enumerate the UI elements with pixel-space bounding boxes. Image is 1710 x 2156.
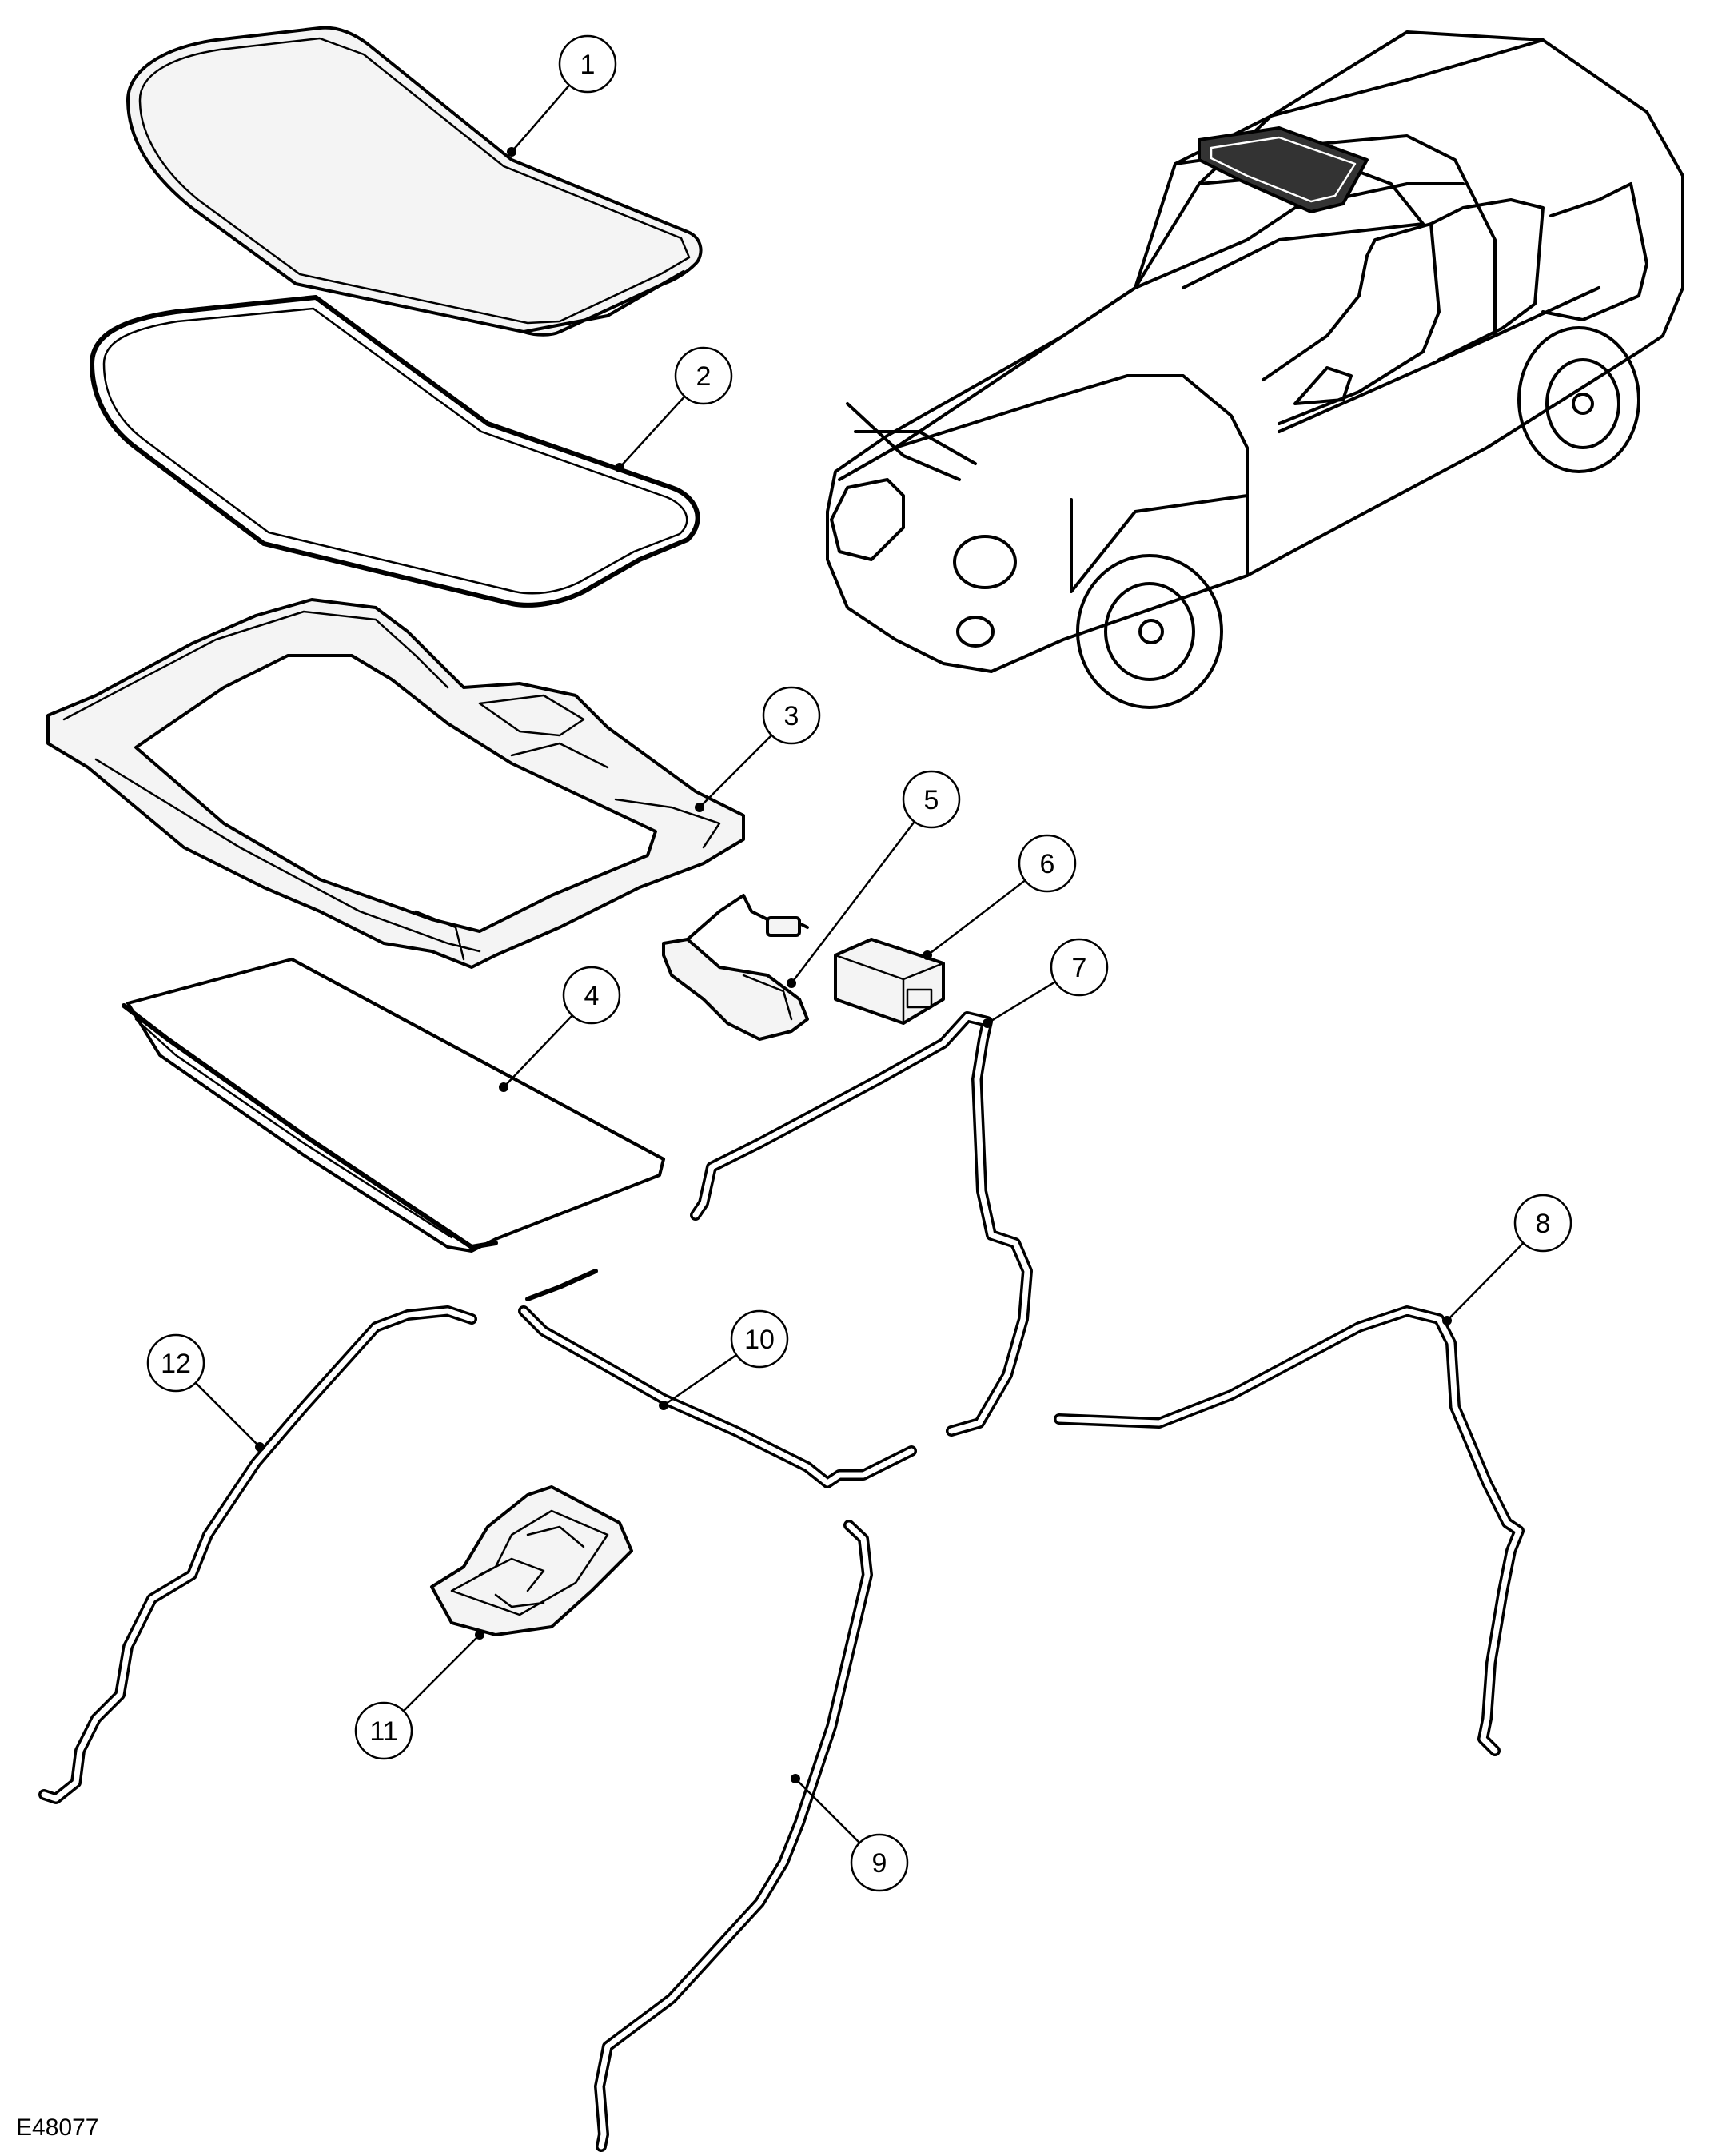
callout-label-3: 3 <box>784 701 799 731</box>
callout-11: 11 <box>354 1630 484 1760</box>
drain-hose-9 <box>594 1520 873 2152</box>
callout-label-4: 4 <box>584 981 600 1011</box>
callout-2: 2 <box>615 346 733 472</box>
callout-label-9: 9 <box>872 1848 887 1879</box>
callout-5: 5 <box>787 770 961 988</box>
callout-6: 6 <box>923 834 1077 960</box>
callout-3: 3 <box>695 686 821 812</box>
callout-10: 10 <box>659 1309 789 1410</box>
drain-hose-7 <box>690 1011 1033 1437</box>
callout-label-1: 1 <box>580 50 596 80</box>
glass-panel <box>126 26 703 337</box>
callout-label-6: 6 <box>1040 849 1055 879</box>
callout-label-7: 7 <box>1072 953 1087 983</box>
sunroof-frame <box>46 598 745 969</box>
callout-12: 12 <box>146 1333 265 1452</box>
callout-label-5: 5 <box>924 785 939 815</box>
callout-label-12: 12 <box>161 1349 191 1379</box>
control-module <box>834 938 945 1025</box>
callout-4: 4 <box>499 966 621 1092</box>
callout-8: 8 <box>1442 1194 1572 1325</box>
overhead-console <box>430 1485 633 1636</box>
callout-7: 7 <box>983 938 1109 1028</box>
figure-id: E48077 <box>16 2114 99 2141</box>
vehicle-illustration <box>826 30 1684 709</box>
drain-hose-8 <box>1054 1305 1525 1756</box>
callout-label-11: 11 <box>369 1716 397 1747</box>
callout-9: 9 <box>791 1774 909 1892</box>
callouts: 1 2 3 4 5 6 <box>146 34 1572 1892</box>
glass-seal <box>90 295 700 608</box>
callout-label-8: 8 <box>1536 1209 1551 1239</box>
callout-label-10: 10 <box>744 1325 775 1355</box>
sunroof-motor <box>662 894 809 1041</box>
callout-label-2: 2 <box>696 361 712 392</box>
drain-hose-10 <box>518 1269 917 1488</box>
sunblind <box>122 958 665 1253</box>
drain-hose-12 <box>38 1305 477 1804</box>
callout-1: 1 <box>507 34 617 157</box>
